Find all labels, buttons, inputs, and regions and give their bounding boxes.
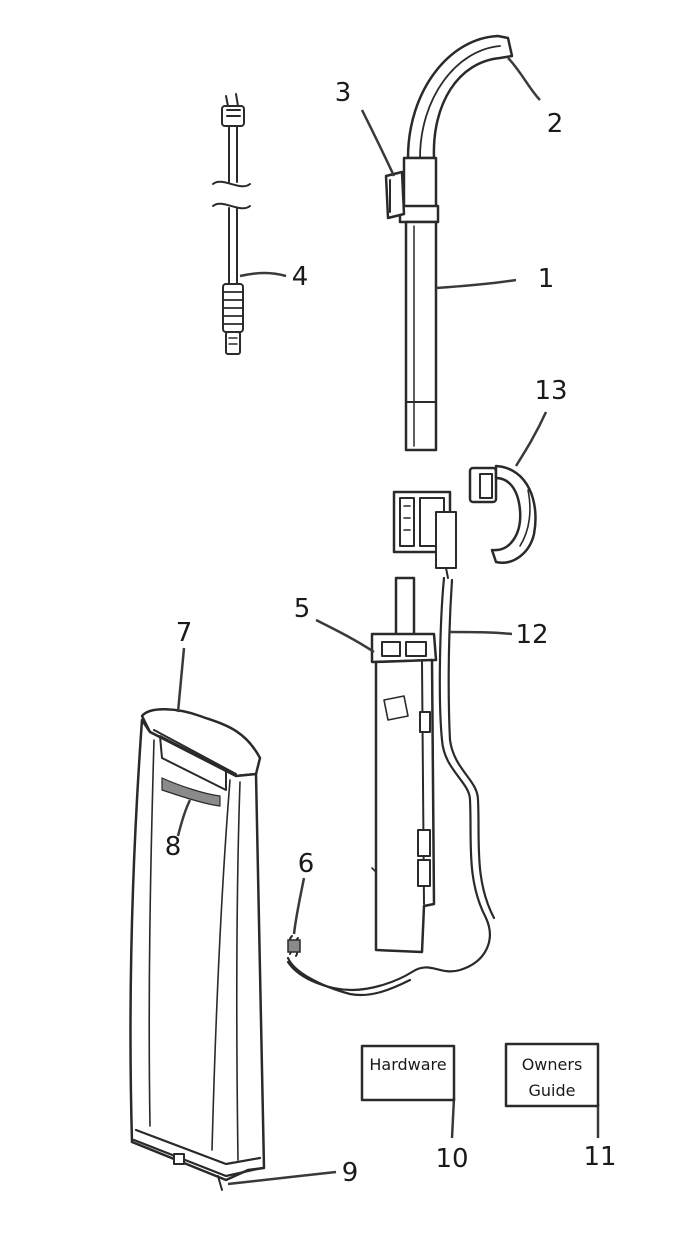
callout-9: 9 [342, 1158, 359, 1188]
switch-housing-part [392, 490, 457, 579]
hardware-box: Hardware [360, 1044, 456, 1102]
callout-12: 12 [515, 620, 548, 650]
callout-8: 8 [165, 832, 182, 862]
owners-guide-box-label-line2: Guide [529, 1081, 576, 1100]
callout-4: 4 [292, 262, 309, 292]
callout-11: 11 [583, 1142, 616, 1172]
internal-wiring-part [286, 576, 496, 992]
callout-2: 2 [547, 109, 564, 139]
wire-harness-part [286, 935, 412, 997]
owners-guide-box-label-line1: Owners [522, 1055, 583, 1074]
callout-3: 3 [335, 78, 352, 108]
callout-13: 13 [534, 376, 567, 406]
cord-wrap-bracket-part [468, 464, 537, 564]
outer-bag-part [129, 708, 266, 1191]
callout-10: 10 [435, 1144, 468, 1174]
callout-5: 5 [294, 594, 311, 624]
owners-guide-box: Owners Guide [504, 1042, 600, 1108]
power-cord-part [212, 93, 251, 355]
callout-numbers: 3 2 4 1 13 5 12 7 8 6 9 10 11 [165, 78, 617, 1188]
handle-assembly-part [384, 34, 514, 452]
hardware-box-label: Hardware [369, 1055, 446, 1074]
callout-6: 6 [298, 849, 315, 879]
callout-7: 7 [176, 618, 193, 648]
leader-lines [176, 57, 600, 1186]
callout-1: 1 [538, 264, 555, 294]
back-housing-part [370, 576, 438, 954]
